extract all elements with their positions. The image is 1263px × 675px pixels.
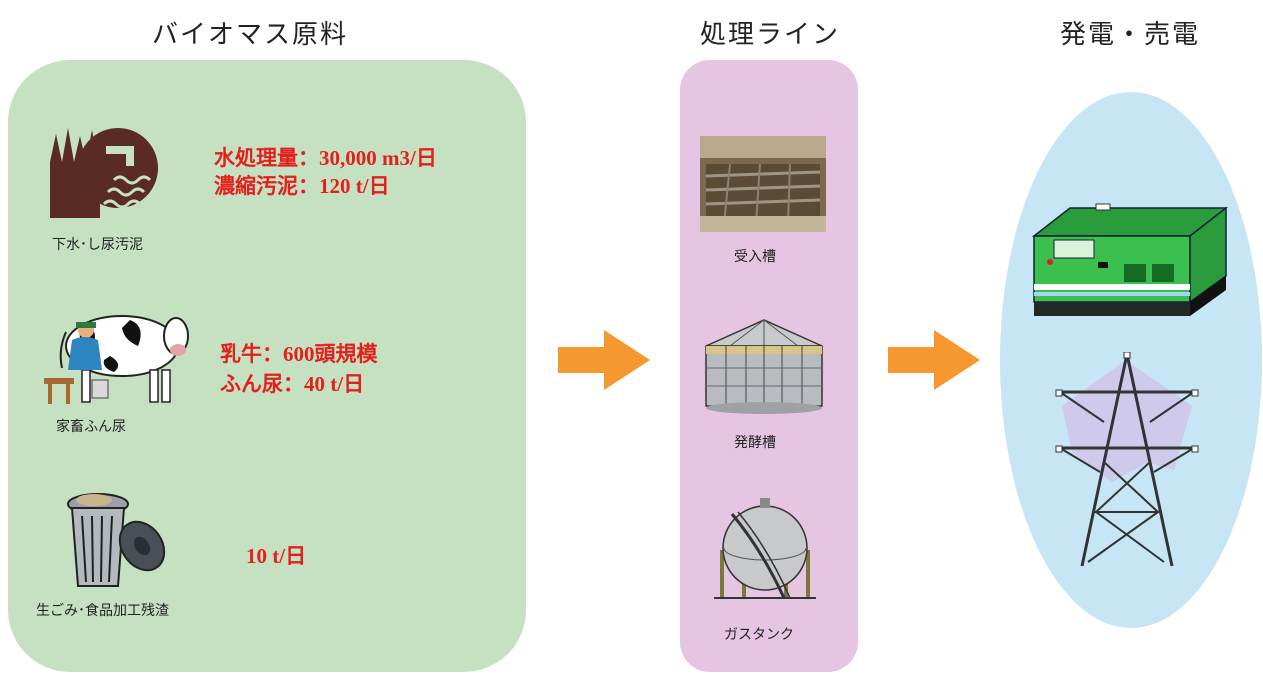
food-waste-stat: 10 t/日: [246, 544, 307, 568]
dairy-cow-icon: [30, 300, 200, 410]
gas-tank-label: ガスタンク: [724, 627, 794, 643]
fermentation-tank-label: 発酵槽: [734, 435, 776, 451]
trash-can-icon: [62, 490, 172, 592]
dairy-stat-2: ふん尿：40 t/日: [220, 372, 365, 396]
arrow-right-icon: [558, 330, 650, 390]
receiving-tank-label: 受入槽: [734, 249, 776, 265]
processing-line-title: 処理ライン: [699, 20, 840, 50]
sewage-stat-1: 水処理量：30,000 m3/日: [214, 146, 437, 170]
fermentation-tank-icon: [700, 316, 828, 416]
dairy-label: 家畜ふん尿: [56, 419, 126, 435]
power-generation-title: 発電・売電: [1059, 20, 1200, 50]
food-waste-label: 生ごみ･食品加工残渣: [36, 603, 169, 619]
raw-materials-title: バイオマス原料: [151, 20, 348, 50]
dairy-stat-1: 乳牛：600頭規模: [220, 342, 378, 366]
sewage-label: 下水･し尿汚泥: [52, 237, 143, 253]
sewage-stat-2: 濃縮汚泥：120 t/日: [214, 174, 390, 198]
receiving-tank-photo: [700, 136, 826, 232]
arrow-right-icon: [888, 330, 980, 390]
power-tower-icon: [1052, 352, 1202, 570]
gas-tank-icon: [710, 490, 820, 602]
generator-icon: [1030, 200, 1228, 322]
sewage-plant-icon: [44, 118, 162, 218]
